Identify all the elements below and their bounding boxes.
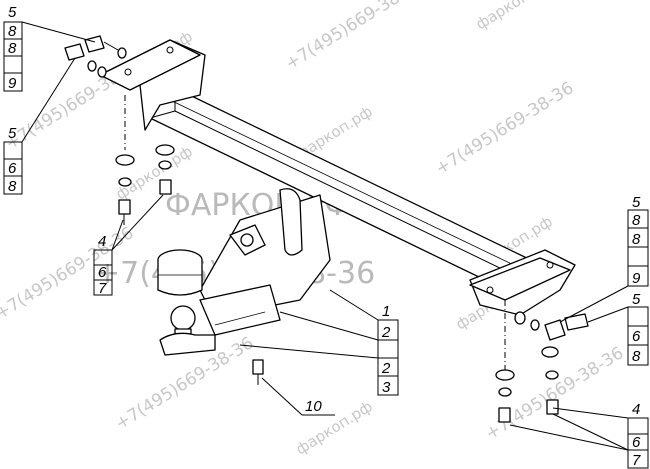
watermark-phone: +7(495)669-38-36 xyxy=(432,78,577,179)
callout-center-bottom: 10 xyxy=(261,377,335,416)
callout-label: 9 xyxy=(8,75,17,92)
bolt-10 xyxy=(252,359,264,385)
callout-label: 6 xyxy=(632,434,641,451)
callout-label: 7 xyxy=(98,280,107,297)
callout-label: 5 xyxy=(632,291,641,308)
callout-top-left-b: 5 6 8 xyxy=(3,57,76,195)
watermark-site: фаркоп.рф xyxy=(473,0,556,33)
callout-label: 4 xyxy=(632,401,640,418)
callout-label: 8 xyxy=(8,23,17,40)
callout-label: 5 xyxy=(632,194,641,211)
fastener-top-left xyxy=(64,35,127,78)
callout-right-a: 5 8 8 9 xyxy=(559,194,649,323)
callout-label: 1 xyxy=(382,303,390,320)
callout-label: 6 xyxy=(98,264,107,281)
callout-label: 6 xyxy=(8,160,17,177)
callout-label: 10 xyxy=(305,398,322,415)
socket-plate xyxy=(229,224,266,256)
callout-label: 2 xyxy=(381,324,391,341)
callout-label: 8 xyxy=(632,348,641,365)
hitch-cylinder xyxy=(157,249,203,296)
callout-left-mid: 4 6 7 xyxy=(93,194,164,297)
right-mounting-bracket xyxy=(469,249,576,370)
callout-label: 8 xyxy=(8,178,17,195)
watermark-phone: +7(495)669-38-36 xyxy=(282,0,427,74)
callout-label: 6 xyxy=(632,328,641,345)
callout-label: 8 xyxy=(8,40,17,57)
callout-label: 5 xyxy=(8,125,17,142)
callout-label: 2 xyxy=(381,360,391,377)
tow-ball xyxy=(159,305,216,356)
callout-center: 1 2 2 3 xyxy=(239,289,399,396)
fastener-right xyxy=(495,311,589,423)
callout-label: 7 xyxy=(632,452,641,469)
callout-right-bottom: 4 6 7 xyxy=(509,401,649,469)
left-mounting-bracket xyxy=(99,39,206,150)
callout-top-left-a: 5 8 8 9 xyxy=(3,4,96,92)
callout-label: 4 xyxy=(98,233,106,250)
callout-label: 8 xyxy=(632,212,641,229)
tow-stem xyxy=(199,188,331,336)
fastener-left-stack xyxy=(115,144,175,225)
callout-label: 5 xyxy=(8,4,17,21)
callout-right-b: 5 6 8 xyxy=(587,291,649,366)
callout-label: 3 xyxy=(382,379,391,396)
callout-label: 8 xyxy=(632,231,641,248)
callout-label: 9 xyxy=(632,270,641,287)
